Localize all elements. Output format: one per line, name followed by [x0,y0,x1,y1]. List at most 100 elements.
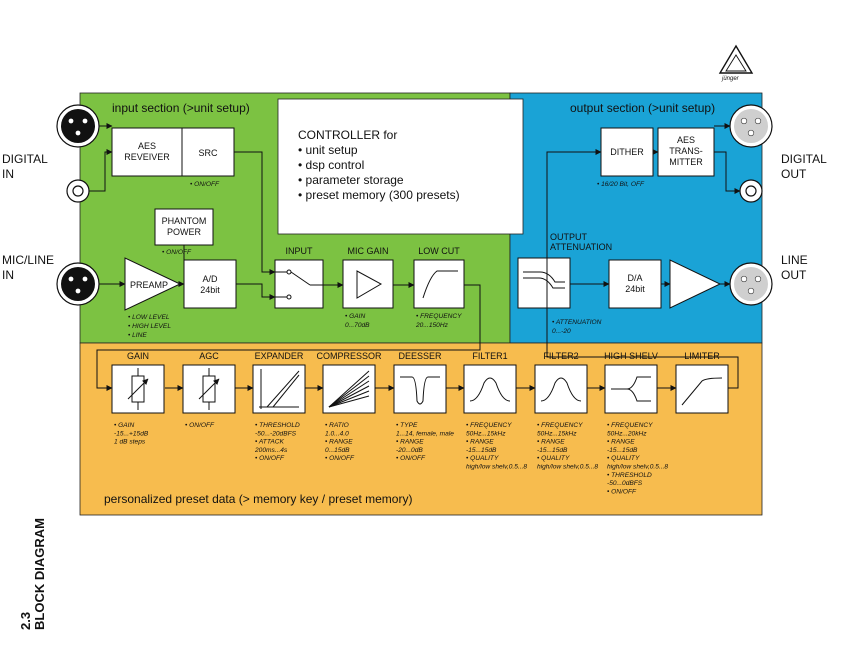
controller-item: • unit setup [298,143,358,157]
input-section-title: input section (>unit setup) [112,101,250,115]
chain-block-limiter: LIMITER [675,351,729,414]
attenuation-caption: 0...-20 [552,328,571,335]
side-label: 2.3 BLOCK DIAGRAM [18,518,47,630]
xlr-mic-line-in-icon [56,262,100,306]
chain-block-caption: • ON/OFF [325,455,355,462]
chain-block-caption: • ON/OFF [396,455,426,462]
chain-block-caption: • RANGE [537,439,565,446]
chain-block-caption: • GAIN [114,422,134,429]
chain-block-caption: -15...15dB [466,447,497,454]
phantom-power-caption: • ON/OFF [162,249,192,256]
section-number: 2.3 [18,612,33,630]
chain-block-caption: 0...15dB [325,447,350,454]
chain-block-caption: high/low shelv,0.5...8 [466,464,527,471]
preset-section-title: personalized preset data (> memory key /… [104,492,412,506]
ad-label: A/D [202,274,218,284]
chain-block-caption: -50...0dBFS [607,480,643,487]
chain-block-caption: • RANGE [607,439,635,446]
mic-line-in-label: IN [2,268,14,282]
dither-label: DITHER [610,147,644,157]
xlr-digital-out-icon [729,104,773,148]
phantom-power-block [154,208,214,246]
controller-item: • parameter storage [298,173,404,187]
mic-gain-block [342,259,394,309]
chain-block-caption: • RANGE [466,439,494,446]
chain-block-caption: -50...-20dBFS [255,430,297,437]
line-out-label: OUT [781,268,807,282]
mic-line-in-label: MIC/LINE [2,253,54,267]
chain-block-caption: • FREQUENCY [537,422,583,429]
preamp-caption: • LOW LEVEL [128,314,170,321]
aes-transmitter-label: AES [677,135,695,145]
bell-icon [540,377,582,402]
chain-block-label: GAIN [127,351,149,361]
chain-block-label: FILTER1 [472,351,507,361]
digital-out-label: DIGITAL [781,152,827,166]
low-cut-label: LOW CUT [418,246,460,256]
chain-block-caption: • ON/OFF [255,455,285,462]
chain-block-caption: 50Hz...15kHz [466,430,506,437]
agc-icon [198,368,220,410]
aes-receiver-label: AES [138,141,156,151]
controller-title: CONTROLLER for [298,128,397,142]
chain-block-expander: EXPANDER • THRESHOLD-50...-20dBFS • ATTACK… [252,351,306,462]
xlr-digital-in-icon [56,104,100,148]
input-switch-label: INPUT [286,246,314,256]
chain-block-caption: 50Hz...20kHz [607,430,647,437]
deesser-icon [400,376,440,405]
chain-block-caption: 1...14, female, male [396,430,454,437]
limiter-icon [681,377,723,406]
low-cut-caption: 20...150Hz [415,322,449,329]
output-attenuation-label: ATTENUATION [550,242,612,252]
chain-block-caption: -15...+15dB [114,430,149,437]
chain-block-caption: • ATTACK [255,439,285,446]
chain-block-caption: 200ms...4s [254,447,288,454]
chain-block-caption: • THRESHOLD [255,422,300,429]
chain-block-caption: • QUALITY [607,455,640,462]
chain-block-caption: -20...0dB [396,447,423,454]
preamp-label: PREAMP [130,280,168,290]
svg-text:jünger: jünger [721,76,740,82]
digital-in-label: DIGITAL [2,152,48,166]
src-caption: • ON/OFF [190,181,220,188]
phantom-power-label: POWER [167,227,202,237]
chain-block-box [463,364,517,414]
junger-logo-icon: jünger [718,44,754,82]
highpass-curve-icon [422,270,458,299]
controller-item: • dsp control [298,158,364,172]
da-label: 24bit [625,284,645,294]
chain-block-label: DEESSER [398,351,442,361]
chain-block-label: EXPANDER [255,351,304,361]
switch-icon [275,269,323,300]
gain-triangle-icon [356,270,383,299]
aes-receiver-label: REVEIVER [124,152,170,162]
chain-block-box [534,364,588,414]
compressor-icon [328,370,370,408]
mic-gain-caption: • GAIN [345,313,365,320]
digital-out-label: OUT [781,167,807,181]
mic-gain-label: MIC GAIN [347,246,388,256]
chain-block-box [675,364,729,414]
preamp-caption: • HIGH LEVEL [128,323,171,330]
dither-block [600,127,654,177]
chain-block-caption: • RANGE [325,439,353,446]
chain-block-caption: • QUALITY [466,455,499,462]
chain-block-caption: • ON/OFF [185,422,215,429]
src-label: SRC [198,148,218,158]
attenuation-block [517,257,571,309]
src-block [181,127,235,177]
chain-block-box [252,364,306,414]
low-cut-block [413,259,465,309]
chain-block-caption: high/low shelv,0.5...8 [537,464,598,471]
chain-block-caption: 50Hz...15kHz [537,430,577,437]
chain-block-label: AGC [199,351,219,361]
chain-block-caption: 1.0...4.0 [325,430,349,437]
chain-block-label: LIMITER [684,351,720,361]
shelf-icon [611,376,651,402]
da-block [608,259,662,309]
